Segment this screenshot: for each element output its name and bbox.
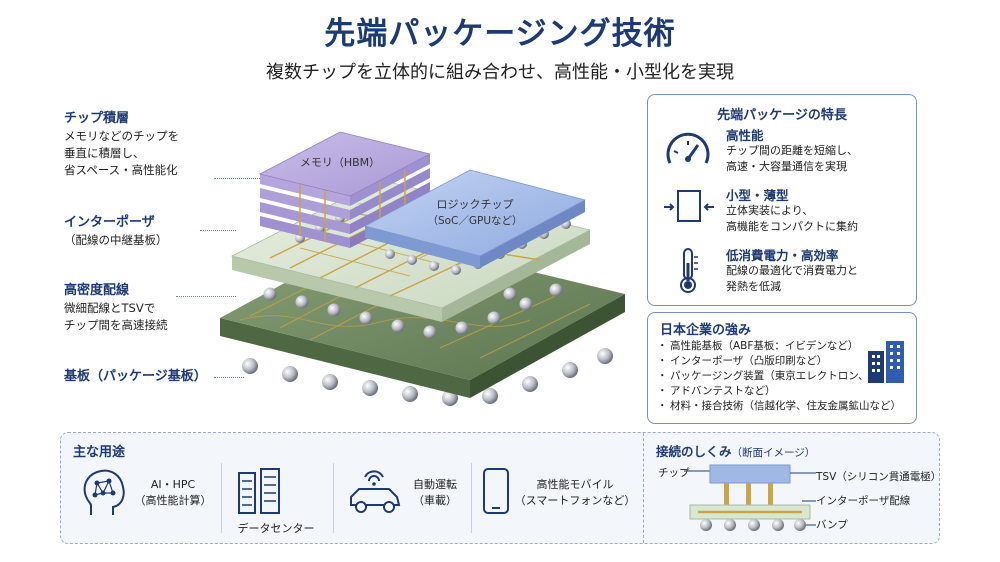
label-substrate: 基板（パッケージ基板） (64, 368, 244, 386)
feature-text: チップ間の距離を短縮し、 高速・大容量通信を実現 (726, 143, 916, 175)
divider (471, 463, 472, 533)
features-title: 先端パッケージの特長 (717, 108, 847, 123)
application-label-line: データセンター (237, 522, 315, 535)
leader-line (214, 178, 270, 179)
feature-item: 低消費電力・高効率 配線の最適化で消費電力と 発熱を低減 (660, 245, 910, 301)
logic-chip-label: ロジックチップ (437, 198, 514, 211)
bump-row (700, 519, 806, 531)
memory-chip-label: メモリ（HBM） (300, 156, 380, 169)
application-label: 自動運転 （車載） (405, 477, 465, 509)
substrate-solder-balls (242, 348, 613, 406)
leader-line (214, 377, 244, 378)
application-label-line: AI・HPC (150, 478, 196, 491)
page-subtitle: 複数チップを立体的に組み合わせ、高性能・小型化を実現 (266, 62, 734, 83)
label-substrate-head: 基板（パッケージ基板） (64, 369, 207, 384)
japan-strengths-panel: 日本企業の強み 高性能基板（ABF基板：イビデンなど） インターポーザ（凸版印刷… (647, 312, 917, 424)
smartphone-icon (483, 468, 509, 514)
cross-section-diagram (684, 464, 816, 531)
applications-section: 主な用途 AI・HPC （高性能計算） データセンター 自動運転 （車載） (60, 432, 942, 544)
connection-label-chip: チップ (658, 467, 690, 479)
application-label-line: （車載） (413, 494, 457, 507)
connected-car-icon (350, 470, 401, 513)
label-chip-stacking: チップ積層 メモリなどのチップを 垂直に積層し、 省スペース・高性能化 (64, 110, 244, 179)
application-label: 高性能モバイル （スマートフォンなど） (513, 477, 637, 509)
divider (221, 463, 222, 533)
connection-title: 接続のしくみ（断面イメージ） (656, 441, 815, 460)
label-wiring-line: チップ間を高速接続 (64, 318, 168, 332)
package-stack-diagram: メモリ（HBM） ロジックチップ （SoC／GPUなど） (220, 131, 625, 406)
application-label: データセンター (221, 521, 331, 537)
compact-chip-icon (664, 190, 714, 222)
application-label: AI・HPC （高性能計算） (133, 477, 213, 509)
leader-line (176, 296, 236, 297)
logic-chip-sublabel: （SoC／GPUなど） (427, 215, 522, 227)
hbm-memory-stack: メモリ（HBM） (258, 131, 432, 248)
list-item: パッケージング装置（東京エレクトロン、 (657, 369, 900, 384)
speedometer-icon (666, 132, 710, 164)
application-label-line: 高性能モバイル (536, 478, 614, 491)
label-interposer: インターポーザ （配線の中継基板） (64, 214, 244, 249)
feature-head: 小型・薄型 (726, 188, 789, 203)
ai-head-icon (83, 469, 125, 515)
application-label-line: （スマートフォンなど） (514, 494, 636, 507)
list-item: 材料・接合技術（信越化学、住友金属鉱山など） (657, 399, 901, 414)
feature-head: 高性能 (726, 128, 764, 143)
label-high-density-wiring: 高密度配線 微細配線とTSVで チップ間を高速接続 (64, 282, 244, 334)
list-item: インターポーザ（凸版印刷など） (657, 354, 900, 369)
application-label-line: （高性能計算） (134, 494, 212, 507)
connection-label-bump: バンプ (816, 519, 848, 531)
feature-text: 配線の最適化で消費電力と 発熱を低減 (726, 263, 916, 295)
building-icon (868, 341, 904, 383)
list-item: 高性能基板（ABF基板：イビデンなど） (657, 339, 900, 354)
feature-head: 低消費電力・高効率 (726, 248, 839, 263)
label-wiring-head: 高密度配線 (64, 283, 130, 298)
feature-text-line: 立体実装により、 (726, 204, 814, 217)
application-label-line: 自動運転 (413, 478, 457, 491)
server-rack-icon (238, 468, 280, 514)
connection-label-interposer-wiring: インターポーザ配線 (816, 495, 911, 507)
divider (333, 463, 334, 533)
thermometer-icon (680, 248, 698, 293)
feature-text-line: 高速・大容量通信を実現 (726, 160, 847, 173)
feature-item: 高性能 チップ間の距離を短縮し、 高速・大容量通信を実現 (660, 125, 910, 181)
features-panel: 先端パッケージの特長 高性能 チップ間の距離を短縮し、 高速・大容量通信を実現 … (647, 94, 917, 306)
feature-item: 小型・薄型 立体実装により、 高機能をコンパクトに集約 (660, 185, 910, 241)
label-chip-stacking-line: メモリなどのチップを (64, 129, 179, 143)
label-interposer-line: （配線の中継基板） (64, 233, 168, 247)
feature-text-line: チップ間の距離を短縮し、 (726, 144, 858, 157)
label-chip-stacking-line: 垂直に積層し、 (64, 146, 145, 160)
connection-mechanism: 接続のしくみ（断面イメージ） チップ TSV（シリコン貫通電極） インターポーザ… (643, 433, 942, 543)
japan-strengths-list: 高性能基板（ABF基板：イビデンなど） インターポーザ（凸版印刷など） パッケー… (657, 339, 901, 414)
label-chip-stacking-head: チップ積層 (64, 111, 130, 126)
label-wiring-line: 微細配線とTSVで (64, 301, 156, 315)
feature-text-line: 発熱を低減 (726, 280, 781, 293)
label-interposer-head: インターポーザ (64, 215, 155, 230)
list-item-continued: アドバンテストなど） (657, 384, 900, 399)
japan-strengths-title: 日本企業の強み (660, 323, 752, 338)
feature-text: 立体実装により、 高機能をコンパクトに集約 (726, 203, 916, 235)
connection-title-note: （断面イメージ） (731, 447, 816, 459)
page-title: 先端パッケージング技術 (324, 16, 676, 52)
feature-text-line: 配線の最適化で消費電力と (726, 264, 858, 277)
applications-title: 主な用途 (73, 445, 126, 460)
connection-label-tsv: TSV（シリコン貫通電極） (816, 471, 942, 483)
connection-title-main: 接続のしくみ (656, 444, 732, 459)
feature-text-line: 高機能をコンパクトに集約 (726, 220, 858, 233)
label-chip-stacking-line: 省スペース・高性能化 (64, 163, 178, 177)
logic-chip: ロジックチップ （SoC／GPUなど） (363, 169, 587, 268)
leader-line (200, 230, 236, 231)
